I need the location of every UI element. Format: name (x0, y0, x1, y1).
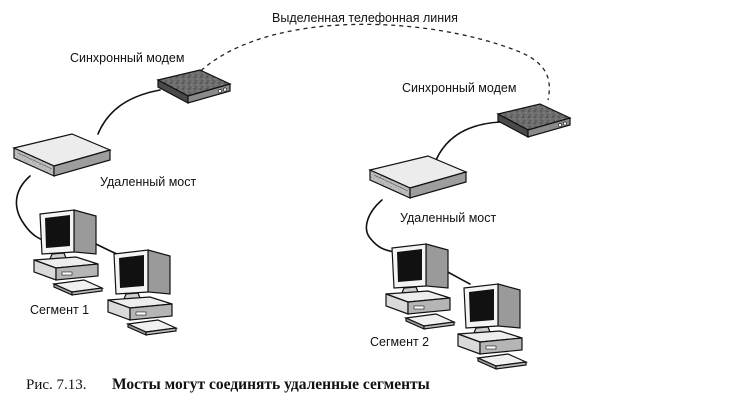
left-modem-label: Синхронный модем (70, 51, 184, 65)
figure-caption: Мосты могут соединять удаленные сегменты (112, 376, 430, 393)
right-bridge-label: Удаленный мост (400, 211, 496, 225)
right-computer-1 (385, 243, 455, 330)
right-modem-label: Синхронный модем (402, 81, 516, 95)
right-remote-bridge (369, 155, 467, 199)
left-computer-2 (107, 249, 177, 336)
figure-number: Рис. 7.13. (26, 377, 87, 393)
dedicated-line-label: Выделенная телефонная линия (272, 11, 458, 25)
segment-1-label: Сегмент 1 (30, 303, 89, 317)
left-sync-modem (157, 69, 231, 104)
left-computer-1 (33, 209, 103, 296)
right-modem-to-bridge-cable (435, 121, 501, 161)
segment-2-label: Сегмент 2 (370, 335, 429, 349)
left-bridge-label: Удаленный мост (100, 175, 196, 189)
right-computer-2 (457, 283, 527, 370)
left-modem-to-bridge-cable (97, 89, 161, 135)
right-sync-modem (497, 103, 571, 138)
right-bridge-to-pc1-cable (365, 199, 395, 253)
dedicated-line (189, 23, 550, 101)
left-remote-bridge (13, 133, 111, 177)
